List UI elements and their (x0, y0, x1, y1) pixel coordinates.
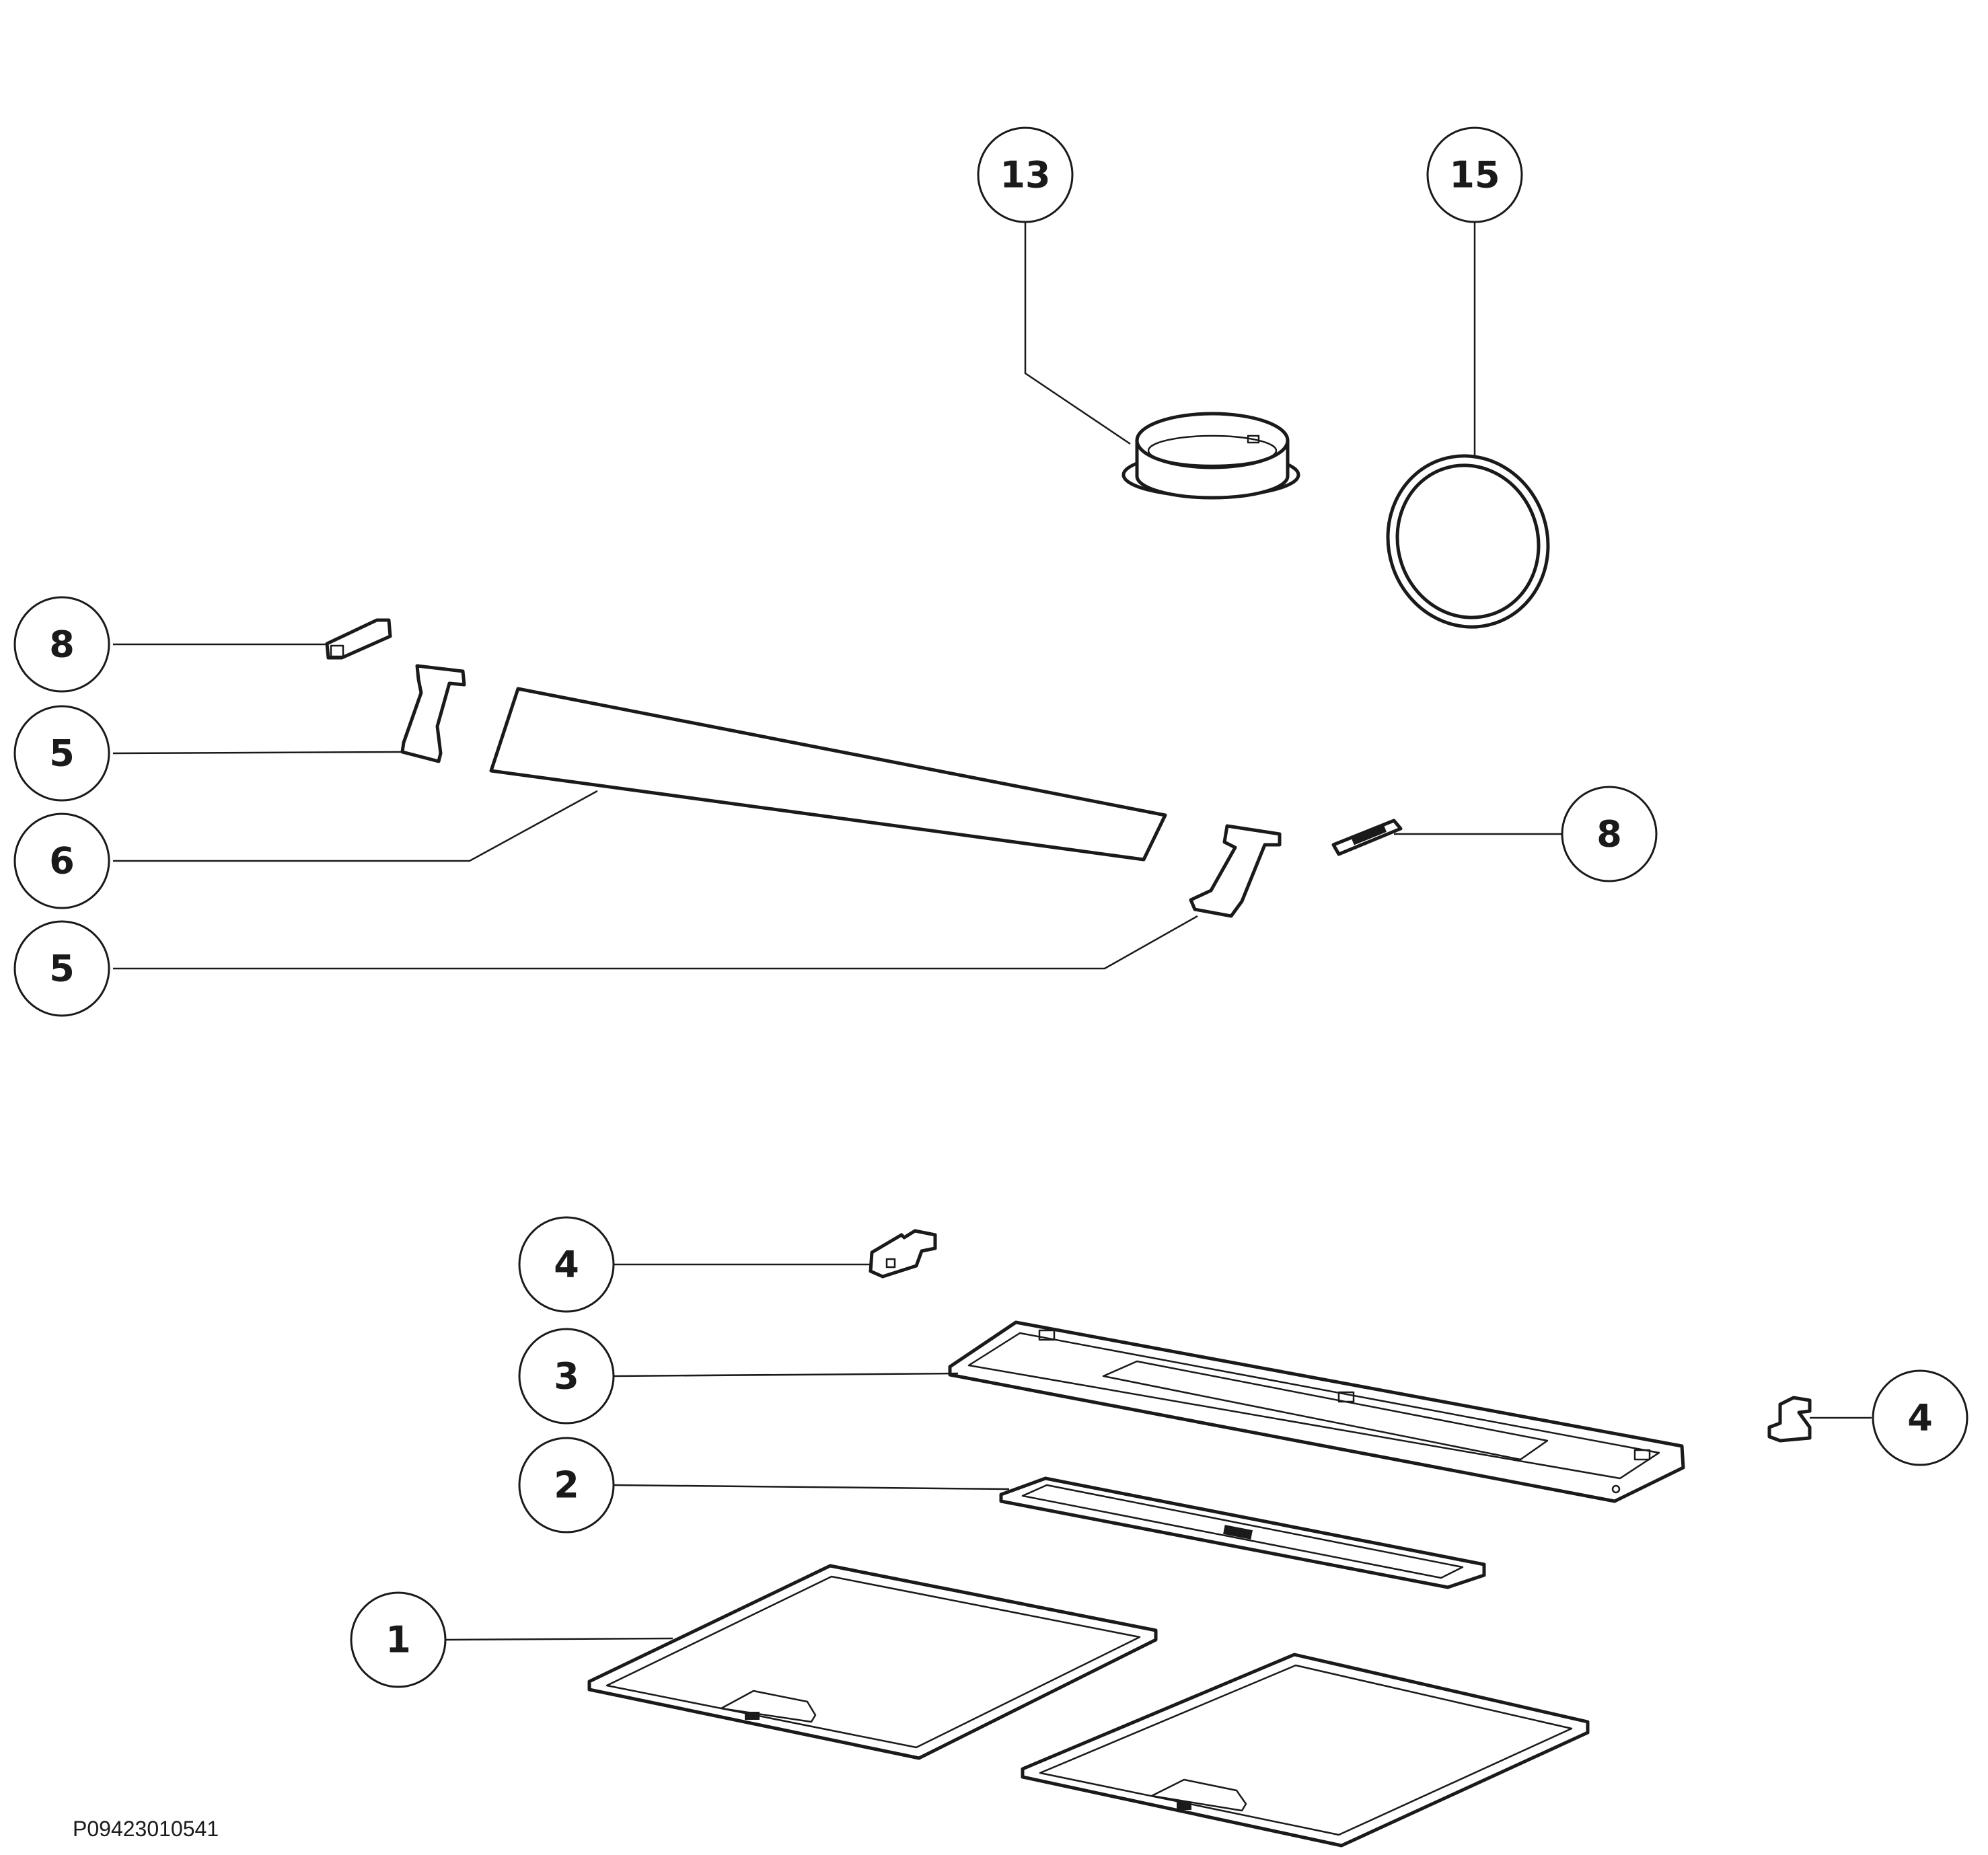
leader-5-upper (112, 751, 404, 755)
callout-4-left-label: 4 (554, 1244, 579, 1286)
leader-13 (1024, 222, 1131, 445)
leader-1 (445, 1637, 673, 1641)
callout-15: 15 (1426, 126, 1523, 223)
part-8-clip-left (325, 618, 392, 660)
callout-5-upper: 5 (13, 705, 110, 802)
callout-8-right: 8 (1561, 786, 1658, 882)
callout-2: 2 (518, 1437, 615, 1534)
part-4-latch-left (869, 1229, 937, 1279)
callout-15-label: 15 (1449, 154, 1500, 196)
callout-6: 6 (13, 812, 110, 909)
callout-5-upper-label: 5 (49, 732, 75, 775)
callout-8-right-label: 8 (1596, 813, 1622, 856)
callout-5-lower-label: 5 (49, 948, 75, 990)
part-6-panel (489, 687, 1167, 862)
part-5-bracket-upper (400, 664, 466, 763)
callout-4-left: 4 (518, 1216, 615, 1313)
leader-5-lower (113, 915, 1198, 970)
callout-6-label: 6 (49, 840, 75, 882)
callout-3: 3 (518, 1328, 615, 1425)
part-5-bracket-lower (1189, 824, 1282, 918)
callout-4-right-label: 4 (1907, 1397, 1933, 1439)
part-13-duct-collar (1121, 412, 1300, 500)
part-1-filter-right (1021, 1653, 1590, 1848)
callout-1-label: 1 (385, 1619, 411, 1661)
callout-3-label: 3 (554, 1355, 579, 1398)
part-8-clip-right (1331, 819, 1403, 856)
part-1-filter-left (587, 1564, 1158, 1760)
leader-2 (613, 1484, 1010, 1490)
leader-lines (112, 222, 1872, 1641)
callout-2-label: 2 (554, 1464, 579, 1507)
callout-13-label: 13 (1000, 154, 1050, 196)
callout-5-lower: 5 (13, 920, 110, 1017)
callout-8-left-label: 8 (49, 623, 75, 666)
callout-13: 13 (977, 126, 1074, 223)
part-2-grille (999, 1476, 1486, 1589)
callout-8-left: 8 (13, 596, 110, 693)
part-4-latch-right (1767, 1396, 1812, 1443)
callout-4-right: 4 (1872, 1369, 1968, 1466)
part-3-frame (948, 1320, 1685, 1503)
leader-3 (613, 1372, 959, 1377)
drawing-code: P09423010541 (73, 1817, 219, 1841)
part-15-seal-ring (1386, 454, 1550, 629)
callout-1: 1 (350, 1591, 447, 1688)
leader-6 (113, 790, 598, 862)
